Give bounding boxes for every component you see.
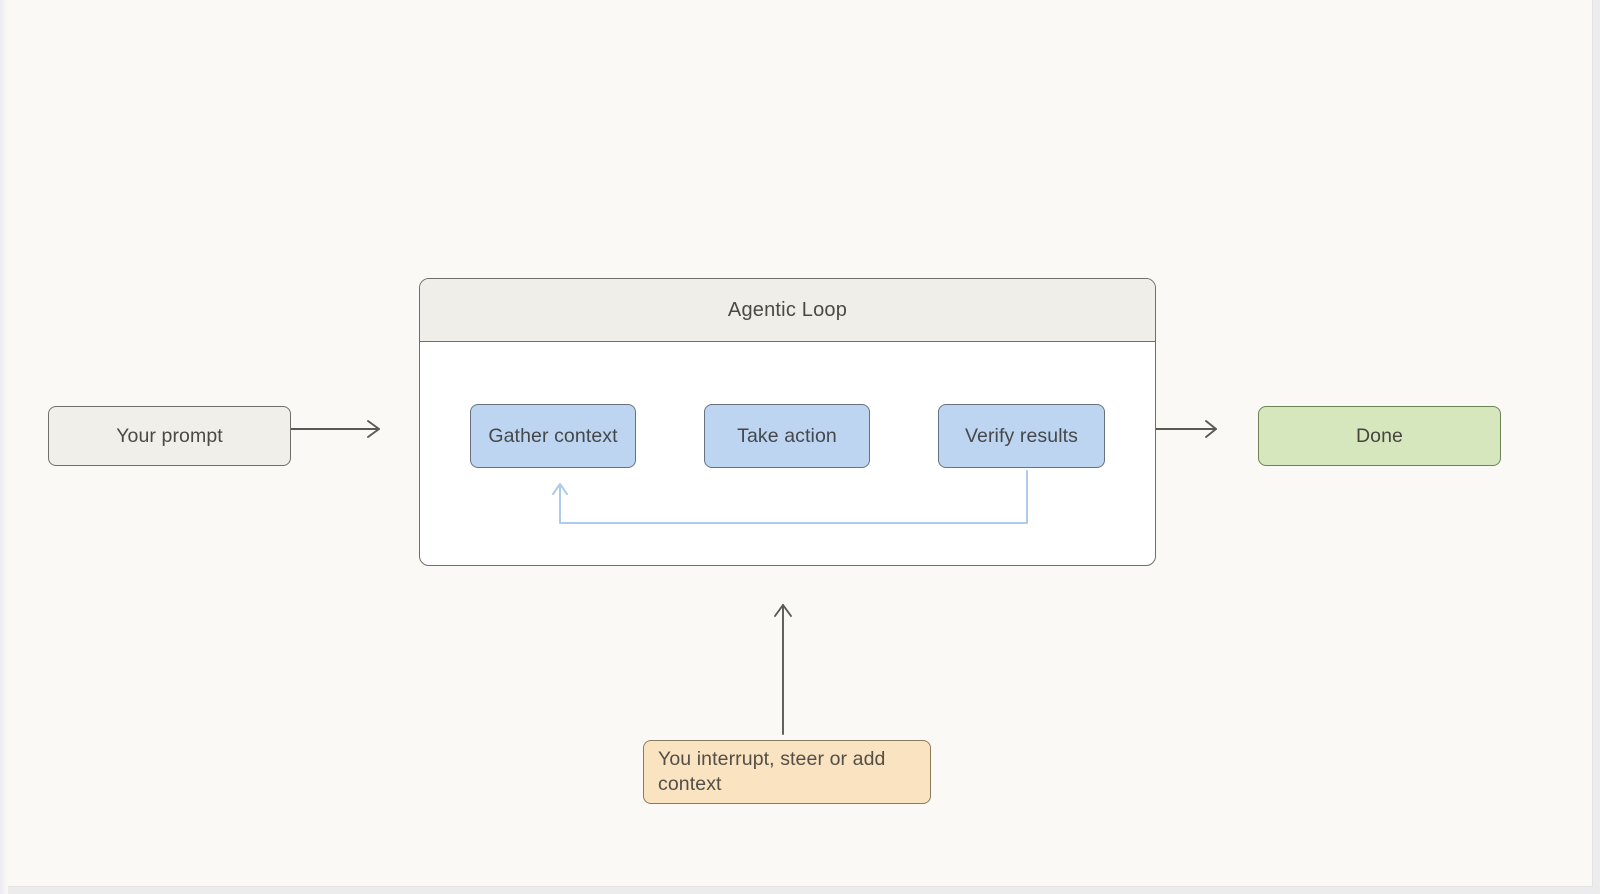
canvas-left-edge-strip <box>0 0 8 894</box>
node-gather-context-label: Gather context <box>488 424 618 447</box>
node-verify-results-label: Verify results <box>964 424 1079 447</box>
node-done[interactable]: Done <box>1258 406 1501 466</box>
node-interrupt-steer-label: You interrupt, steer or add context <box>658 747 886 795</box>
node-interrupt-steer[interactable]: You interrupt, steer or add context <box>643 740 931 804</box>
feedback-loop-arrow <box>552 470 1028 524</box>
agentic-loop-title: Agentic Loop <box>727 298 848 321</box>
node-verify-results[interactable]: Verify results <box>938 404 1105 468</box>
connector-loop-to-done <box>1147 420 1217 438</box>
node-take-action[interactable]: Take action <box>704 404 870 468</box>
node-your-prompt-label: Your prompt <box>116 424 223 447</box>
agentic-loop-header: Agentic Loop <box>420 279 1155 342</box>
node-gather-context[interactable]: Gather context <box>470 404 636 468</box>
node-your-prompt[interactable]: Your prompt <box>48 406 291 466</box>
connector-interrupt-to-loop <box>774 604 792 735</box>
diagram-canvas[interactable]: Your prompt Agentic Loop Gather context … <box>8 0 1593 887</box>
node-take-action-label: Take action <box>737 424 837 447</box>
connector-prompt-to-loop <box>282 420 380 438</box>
node-done-label: Done <box>1355 424 1404 447</box>
